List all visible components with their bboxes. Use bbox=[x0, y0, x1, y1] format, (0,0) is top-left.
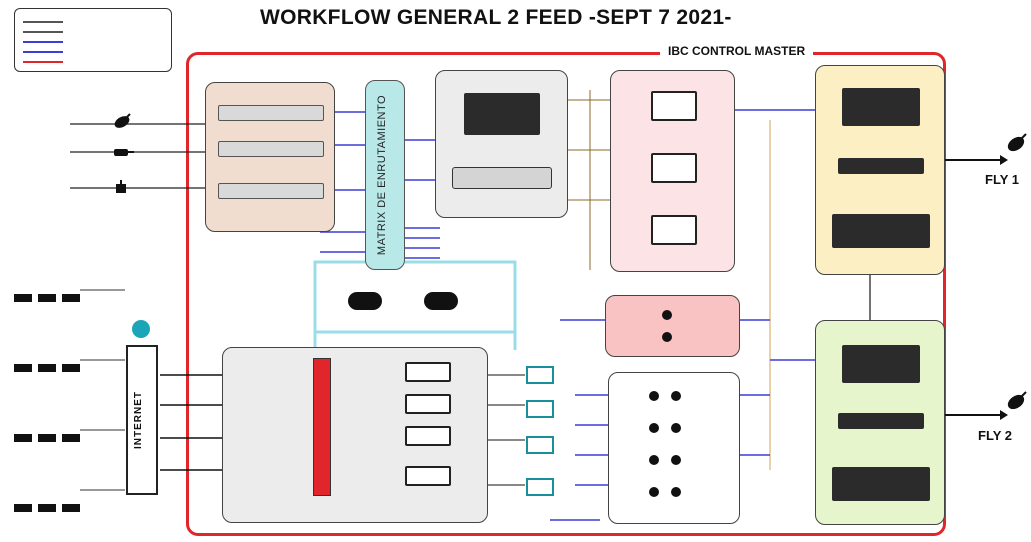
server-unit bbox=[452, 167, 552, 189]
internet-label: INTERNET bbox=[133, 391, 144, 449]
conversion-block bbox=[313, 358, 331, 496]
feed-1-panel bbox=[815, 65, 945, 275]
playout-deck bbox=[838, 413, 924, 429]
operator-icon bbox=[662, 332, 672, 342]
operator-icon bbox=[662, 310, 672, 320]
commentator-icon bbox=[671, 391, 681, 401]
audio-monitor bbox=[651, 153, 697, 183]
playout-deck bbox=[838, 158, 924, 174]
camera-icon bbox=[38, 504, 56, 512]
commentator-icon bbox=[649, 423, 659, 433]
legend-line bbox=[23, 21, 63, 23]
camera-icon bbox=[38, 294, 56, 302]
wifi-icon bbox=[348, 292, 382, 310]
contribution-panel bbox=[222, 347, 488, 523]
fly-2-label: FLY 2 bbox=[978, 428, 1012, 443]
commentator-icon bbox=[649, 487, 659, 497]
feed-2-panel bbox=[815, 320, 945, 525]
commentator-icon bbox=[671, 423, 681, 433]
camera-icon bbox=[14, 294, 32, 302]
monitor-icon bbox=[526, 436, 554, 454]
internet-block: INTERNET bbox=[126, 345, 158, 495]
servers-panel bbox=[435, 70, 568, 218]
globe-icon bbox=[132, 320, 150, 338]
distribution-rack-unit bbox=[218, 141, 324, 157]
control-master-frame bbox=[186, 52, 946, 536]
commentator-icon bbox=[649, 391, 659, 401]
video-switcher bbox=[842, 345, 920, 383]
legend-box bbox=[14, 8, 172, 72]
camera-icon bbox=[62, 364, 80, 372]
camera-icon bbox=[62, 294, 80, 302]
routing-matrix-label: MATRIX DE ENRUTAMIENTO bbox=[376, 94, 388, 256]
multiview-monitor bbox=[832, 467, 930, 501]
satellite-dish-icon bbox=[1004, 132, 1030, 154]
audio-monitor bbox=[651, 91, 697, 121]
server-rack bbox=[464, 93, 540, 135]
multiview-monitor bbox=[832, 214, 930, 248]
camera-icon bbox=[38, 364, 56, 372]
camera-icon bbox=[14, 434, 32, 442]
camera-icon bbox=[38, 434, 56, 442]
receiver-unit bbox=[405, 394, 451, 414]
video-switcher bbox=[842, 88, 920, 126]
satellite-dish-icon bbox=[112, 112, 134, 132]
wifi-icon bbox=[424, 292, 458, 310]
commentator-icon bbox=[671, 455, 681, 465]
diagram-title: WORKFLOW GENERAL 2 FEED -SEPT 7 2021- bbox=[260, 6, 732, 29]
satellite-dish-icon bbox=[1004, 390, 1030, 412]
commentator-icon bbox=[649, 455, 659, 465]
remote-camera-group bbox=[14, 270, 84, 310]
graphics-panel bbox=[605, 295, 740, 357]
distribution-panel bbox=[205, 82, 335, 232]
camera-icon bbox=[62, 434, 80, 442]
control-master-label: IBC CONTROL MASTER bbox=[660, 44, 814, 58]
legend-line bbox=[23, 31, 63, 33]
distribution-rack-unit bbox=[218, 105, 324, 121]
remote-camera-group bbox=[14, 480, 84, 520]
monitor-icon bbox=[526, 400, 554, 418]
distribution-rack-unit bbox=[218, 183, 324, 199]
monitor-icon bbox=[526, 366, 554, 384]
fly-1-label: FLY 1 bbox=[985, 172, 1019, 187]
antenna-icon bbox=[112, 180, 134, 196]
remote-camera-group bbox=[14, 340, 84, 380]
receiver-unit bbox=[405, 362, 451, 382]
legend-line bbox=[23, 61, 63, 63]
legend-line bbox=[23, 51, 63, 53]
camera-icon bbox=[62, 504, 80, 512]
audio-panel bbox=[610, 70, 735, 272]
receiver-unit bbox=[405, 466, 451, 486]
commentator-icon bbox=[671, 487, 681, 497]
audio-monitor bbox=[651, 215, 697, 245]
cable-connector-icon bbox=[112, 144, 134, 160]
monitor-icon bbox=[526, 478, 554, 496]
remote-camera-group bbox=[14, 410, 84, 450]
commentators-panel bbox=[608, 372, 740, 524]
camera-icon bbox=[14, 504, 32, 512]
routing-matrix-block: MATRIX DE ENRUTAMIENTO bbox=[365, 80, 405, 270]
legend-line bbox=[23, 41, 63, 43]
camera-icon bbox=[14, 364, 32, 372]
receiver-unit bbox=[405, 426, 451, 446]
